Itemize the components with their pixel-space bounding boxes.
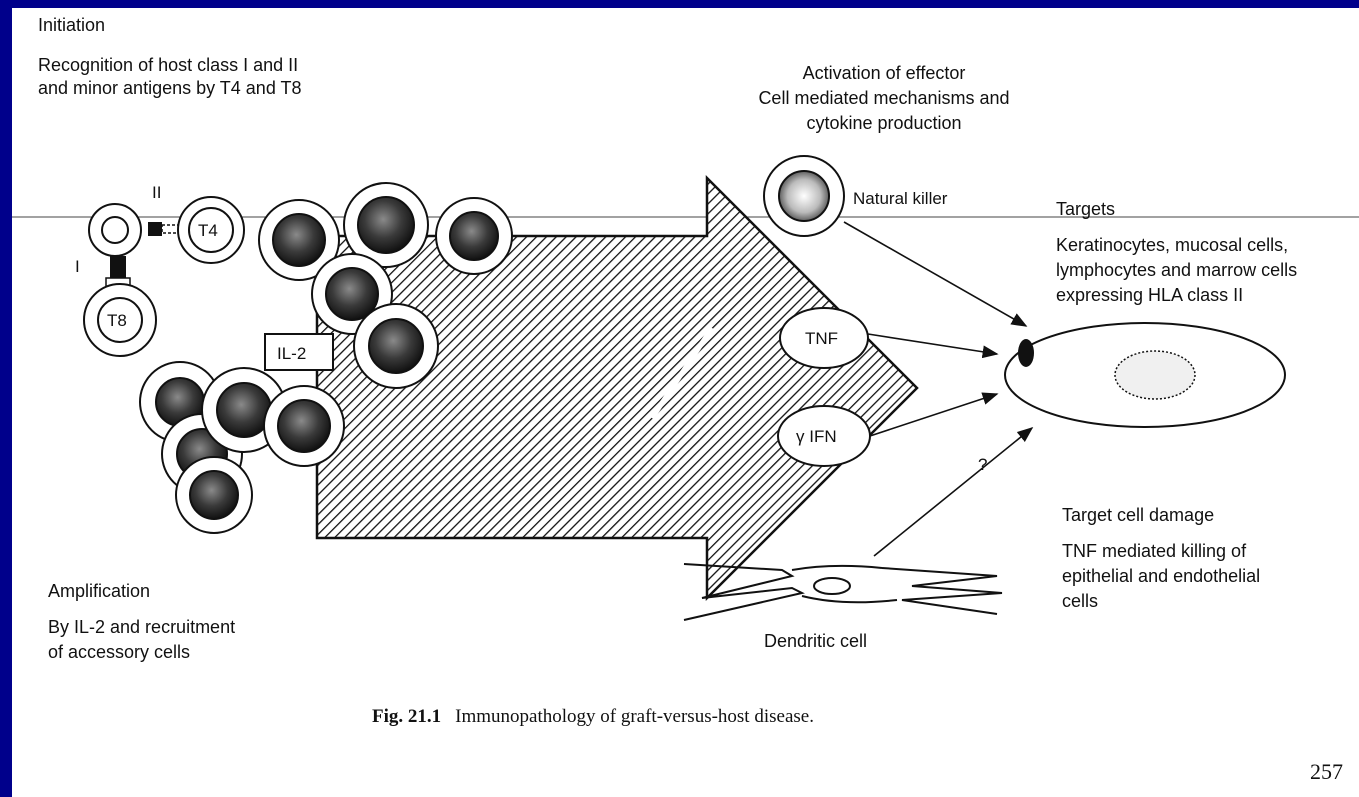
damage-line-1: TNF mediated killing of — [1062, 540, 1246, 563]
il2-label: IL-2 — [277, 344, 306, 363]
class-ii-label: II — [152, 183, 161, 202]
t4-label: T4 — [198, 221, 218, 240]
natural-killer-cell — [764, 156, 844, 236]
targets-line-2: lymphocytes and marrow cells — [1056, 259, 1297, 282]
class-i-label: I — [75, 257, 80, 276]
amplification-heading: Amplification — [48, 580, 150, 603]
tnf-label: TNF — [805, 329, 838, 348]
target-cell — [1005, 323, 1285, 427]
gvhd-diagram: II I T4 T8 IL-2 Natural killer TNF γ IFN… — [12, 8, 1359, 797]
activation-line-1: Activation of effector — [714, 62, 1054, 85]
amplification-line-1: By IL-2 and recruitment — [48, 616, 235, 639]
initiation-line-1: Recognition of host class I and II — [38, 54, 298, 77]
activation-line-2: Cell mediated mechanisms and — [714, 87, 1054, 110]
damage-line-2: epithelial and endothelial — [1062, 565, 1260, 588]
initiation-line-2: and minor antigens by T4 and T8 — [38, 77, 302, 100]
damage-line-3: cells — [1062, 590, 1098, 613]
activation-line-3: cytokine production — [714, 112, 1054, 135]
natural-killer-label: Natural killer — [853, 189, 948, 208]
dendritic-label: Dendritic cell — [764, 630, 867, 653]
host-cell — [89, 204, 141, 256]
class-ii-receptor — [148, 222, 162, 236]
targets-heading: Targets — [1056, 198, 1115, 221]
page-number: 257 — [1310, 760, 1343, 783]
class-i-receptor — [110, 256, 126, 278]
ifn-label: γ IFN — [796, 427, 837, 446]
targets-line-1: Keratinocytes, mucosal cells, — [1056, 234, 1288, 257]
targets-line-3: expressing HLA class II — [1056, 284, 1243, 307]
slide-page: II I T4 T8 IL-2 Natural killer TNF γ IFN… — [12, 8, 1359, 797]
figure-caption-text: Immunopathology of graft-versus-host dis… — [455, 706, 814, 727]
damage-heading: Target cell damage — [1062, 504, 1214, 527]
figure-number: Fig. 21.1 — [372, 706, 441, 727]
question-label: ? — [978, 455, 987, 474]
figure-caption: Fig. 21.1 Immunopathology of graft-versus… — [372, 705, 814, 728]
initiation-heading: Initiation — [38, 14, 105, 37]
amplification-line-2: of accessory cells — [48, 641, 190, 664]
t8-label: T8 — [107, 311, 127, 330]
